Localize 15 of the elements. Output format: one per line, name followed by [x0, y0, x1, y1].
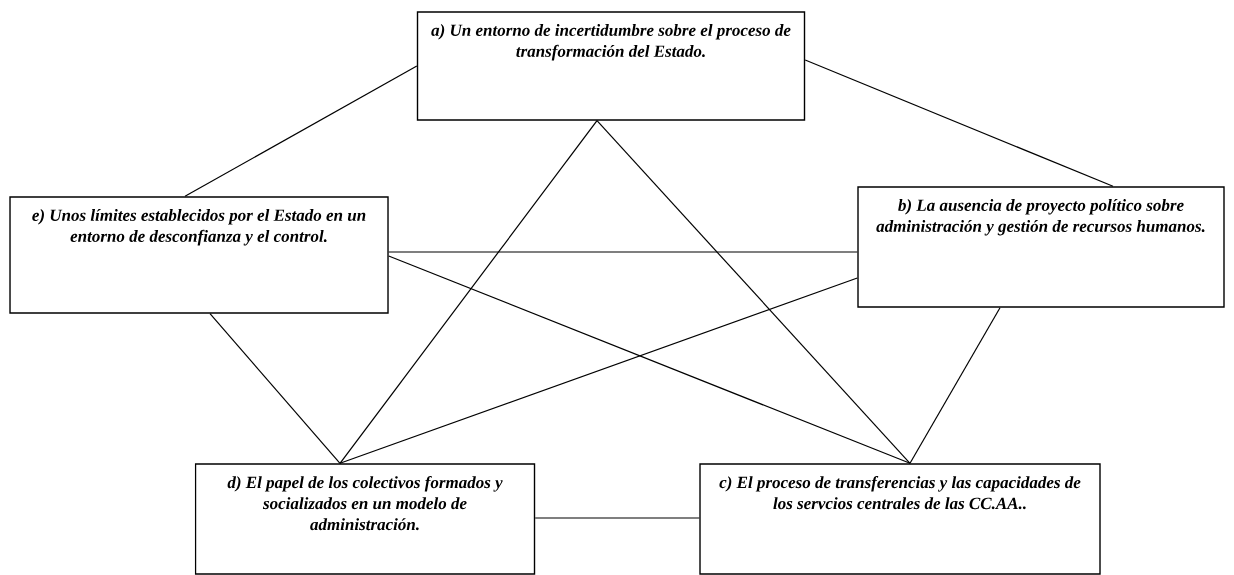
connector-line [184, 65, 418, 197]
text-box: a) Un entorno de incertidumbre sobre el proceso de transformación del Estado. [416, 11, 806, 121]
connector-line [339, 120, 598, 464]
connector-line [596, 120, 911, 464]
connector-line [909, 307, 1001, 464]
text-box: c) El proceso de transferencias y las capacidades de los servcios centrales de las CC.AA.. [699, 463, 1101, 575]
text-box: e) Unos límites establecidos por el Estado en un entorno de desconfianza y el control. [9, 196, 389, 314]
connector-line [388, 255, 911, 464]
connector-line [388, 251, 858, 253]
text-box: b) La ausencia de proyecto político sobre administración y gestión de recursos humanos. [857, 186, 1225, 308]
connector-line [534, 517, 700, 519]
connector-line [339, 277, 858, 464]
connector-line [804, 59, 1114, 187]
connector-line [209, 313, 341, 464]
text-box: d) El papel de los colectivos formados y socializados en un modelo de administración. [194, 463, 536, 575]
